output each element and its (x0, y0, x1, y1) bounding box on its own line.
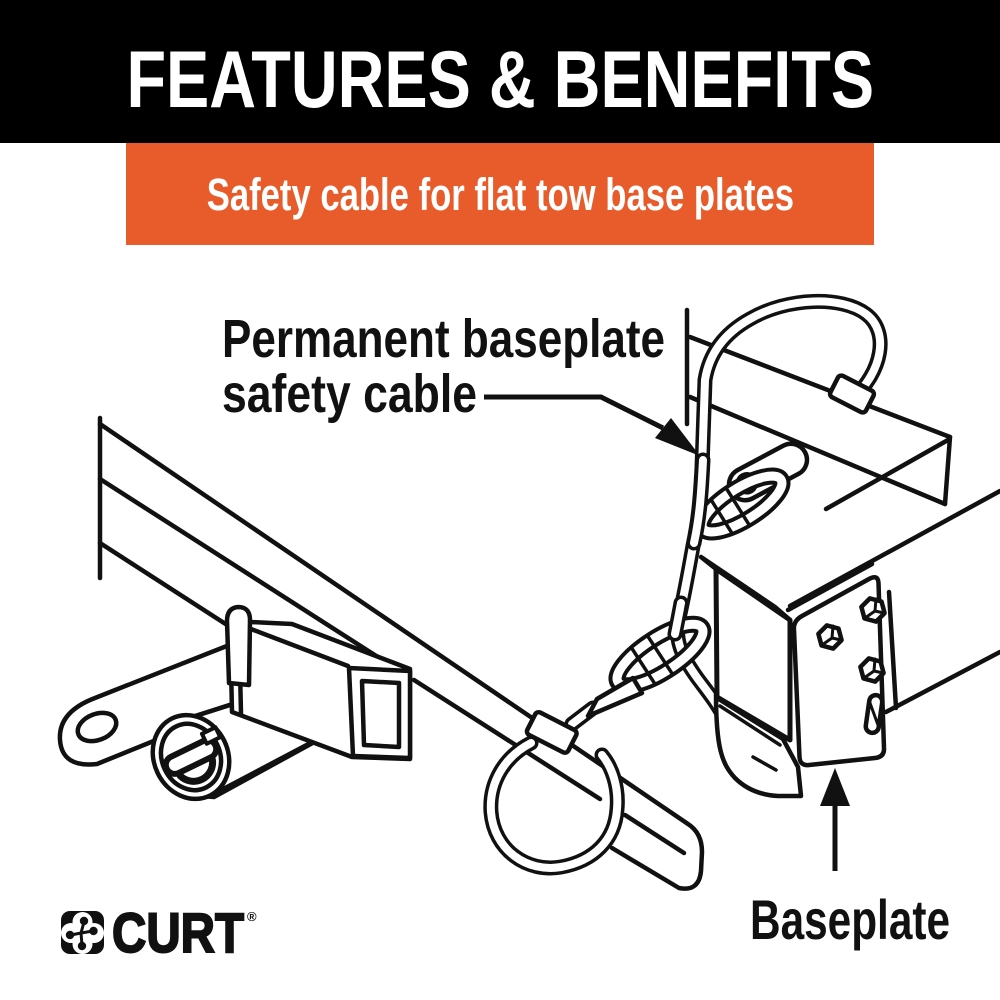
registered-mark: ® (247, 909, 257, 924)
callout-baseplate: Baseplate (750, 768, 950, 951)
retainer-strap (224, 604, 253, 688)
curt-logo: CURT ® (61, 900, 257, 965)
up-arrow (820, 768, 850, 871)
subtitle-banner: Safety cable for flat tow base plates (126, 143, 874, 245)
header-bar: FEATURES & BENEFITS (0, 0, 1000, 143)
baseplate-bracket (698, 554, 1000, 799)
callout-text-line1: Permanent baseplate (222, 309, 665, 369)
hex-bolt (816, 623, 844, 651)
lower-quick-link (608, 615, 712, 695)
mounting-slot (863, 692, 885, 736)
hex-bolt (858, 656, 886, 684)
curt-wordmark: CURT (112, 901, 244, 964)
leader-arrow (484, 394, 700, 456)
cable-crimp-stop (827, 373, 877, 415)
keyway (162, 725, 223, 785)
receiver-tube (227, 618, 413, 762)
callout-text-line2: safety cable (222, 364, 477, 424)
safety-chain-tab (57, 637, 253, 767)
cable-cone-end (585, 675, 645, 719)
curt-logo-icon (61, 911, 104, 954)
page-title: FEATURES & BENEFITS (126, 35, 874, 125)
receiver-assembly (57, 604, 413, 802)
hex-bolt (859, 596, 887, 624)
callout-permanent-safety-cable: Permanent baseplate safety cable (222, 309, 700, 456)
vehicle-frame-rail (97, 415, 705, 891)
subtitle-text: Safety cable for flat tow base plates (206, 169, 794, 220)
cable-over-links (667, 452, 711, 642)
callout-text-baseplate: Baseplate (750, 888, 950, 951)
cross-member (684, 307, 1000, 609)
cable-ferrule (524, 709, 579, 755)
